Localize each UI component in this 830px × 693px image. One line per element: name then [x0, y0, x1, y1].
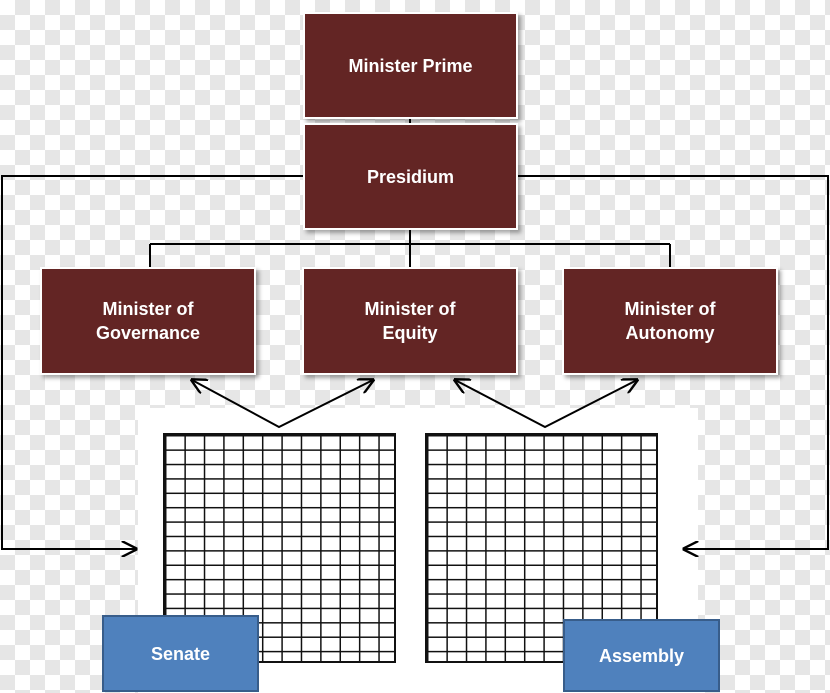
minister-prime-label: Minister Prime — [348, 55, 473, 76]
connector-presidium-assembly — [518, 175, 829, 549]
assembly-box: Assembly — [563, 619, 720, 692]
connector-presidium-senate — [1, 175, 303, 549]
senate-label: Senate — [150, 643, 211, 664]
minister-equity-box: Minister of Equity — [302, 267, 518, 375]
minister-governance-box: Minister of Governance — [40, 267, 256, 375]
minister-autonomy-label: Minister of Autonomy — [624, 299, 716, 343]
connector-senate-ministers — [192, 380, 373, 429]
assembly-label: Assembly — [598, 645, 685, 666]
senate-box: Senate — [102, 615, 259, 692]
assembly-seat-grid — [425, 433, 658, 663]
minister-prime-box: Minister Prime — [303, 12, 518, 119]
minister-equity-label: Minister of Equity — [364, 299, 456, 343]
minister-governance-label: Minister of Governance — [95, 299, 201, 343]
presidium-label: Presidium — [366, 166, 455, 187]
connector-assembly-ministers — [455, 380, 637, 429]
presidium-box: Presidium — [303, 123, 518, 230]
minister-autonomy-box: Minister of Autonomy — [562, 267, 778, 375]
